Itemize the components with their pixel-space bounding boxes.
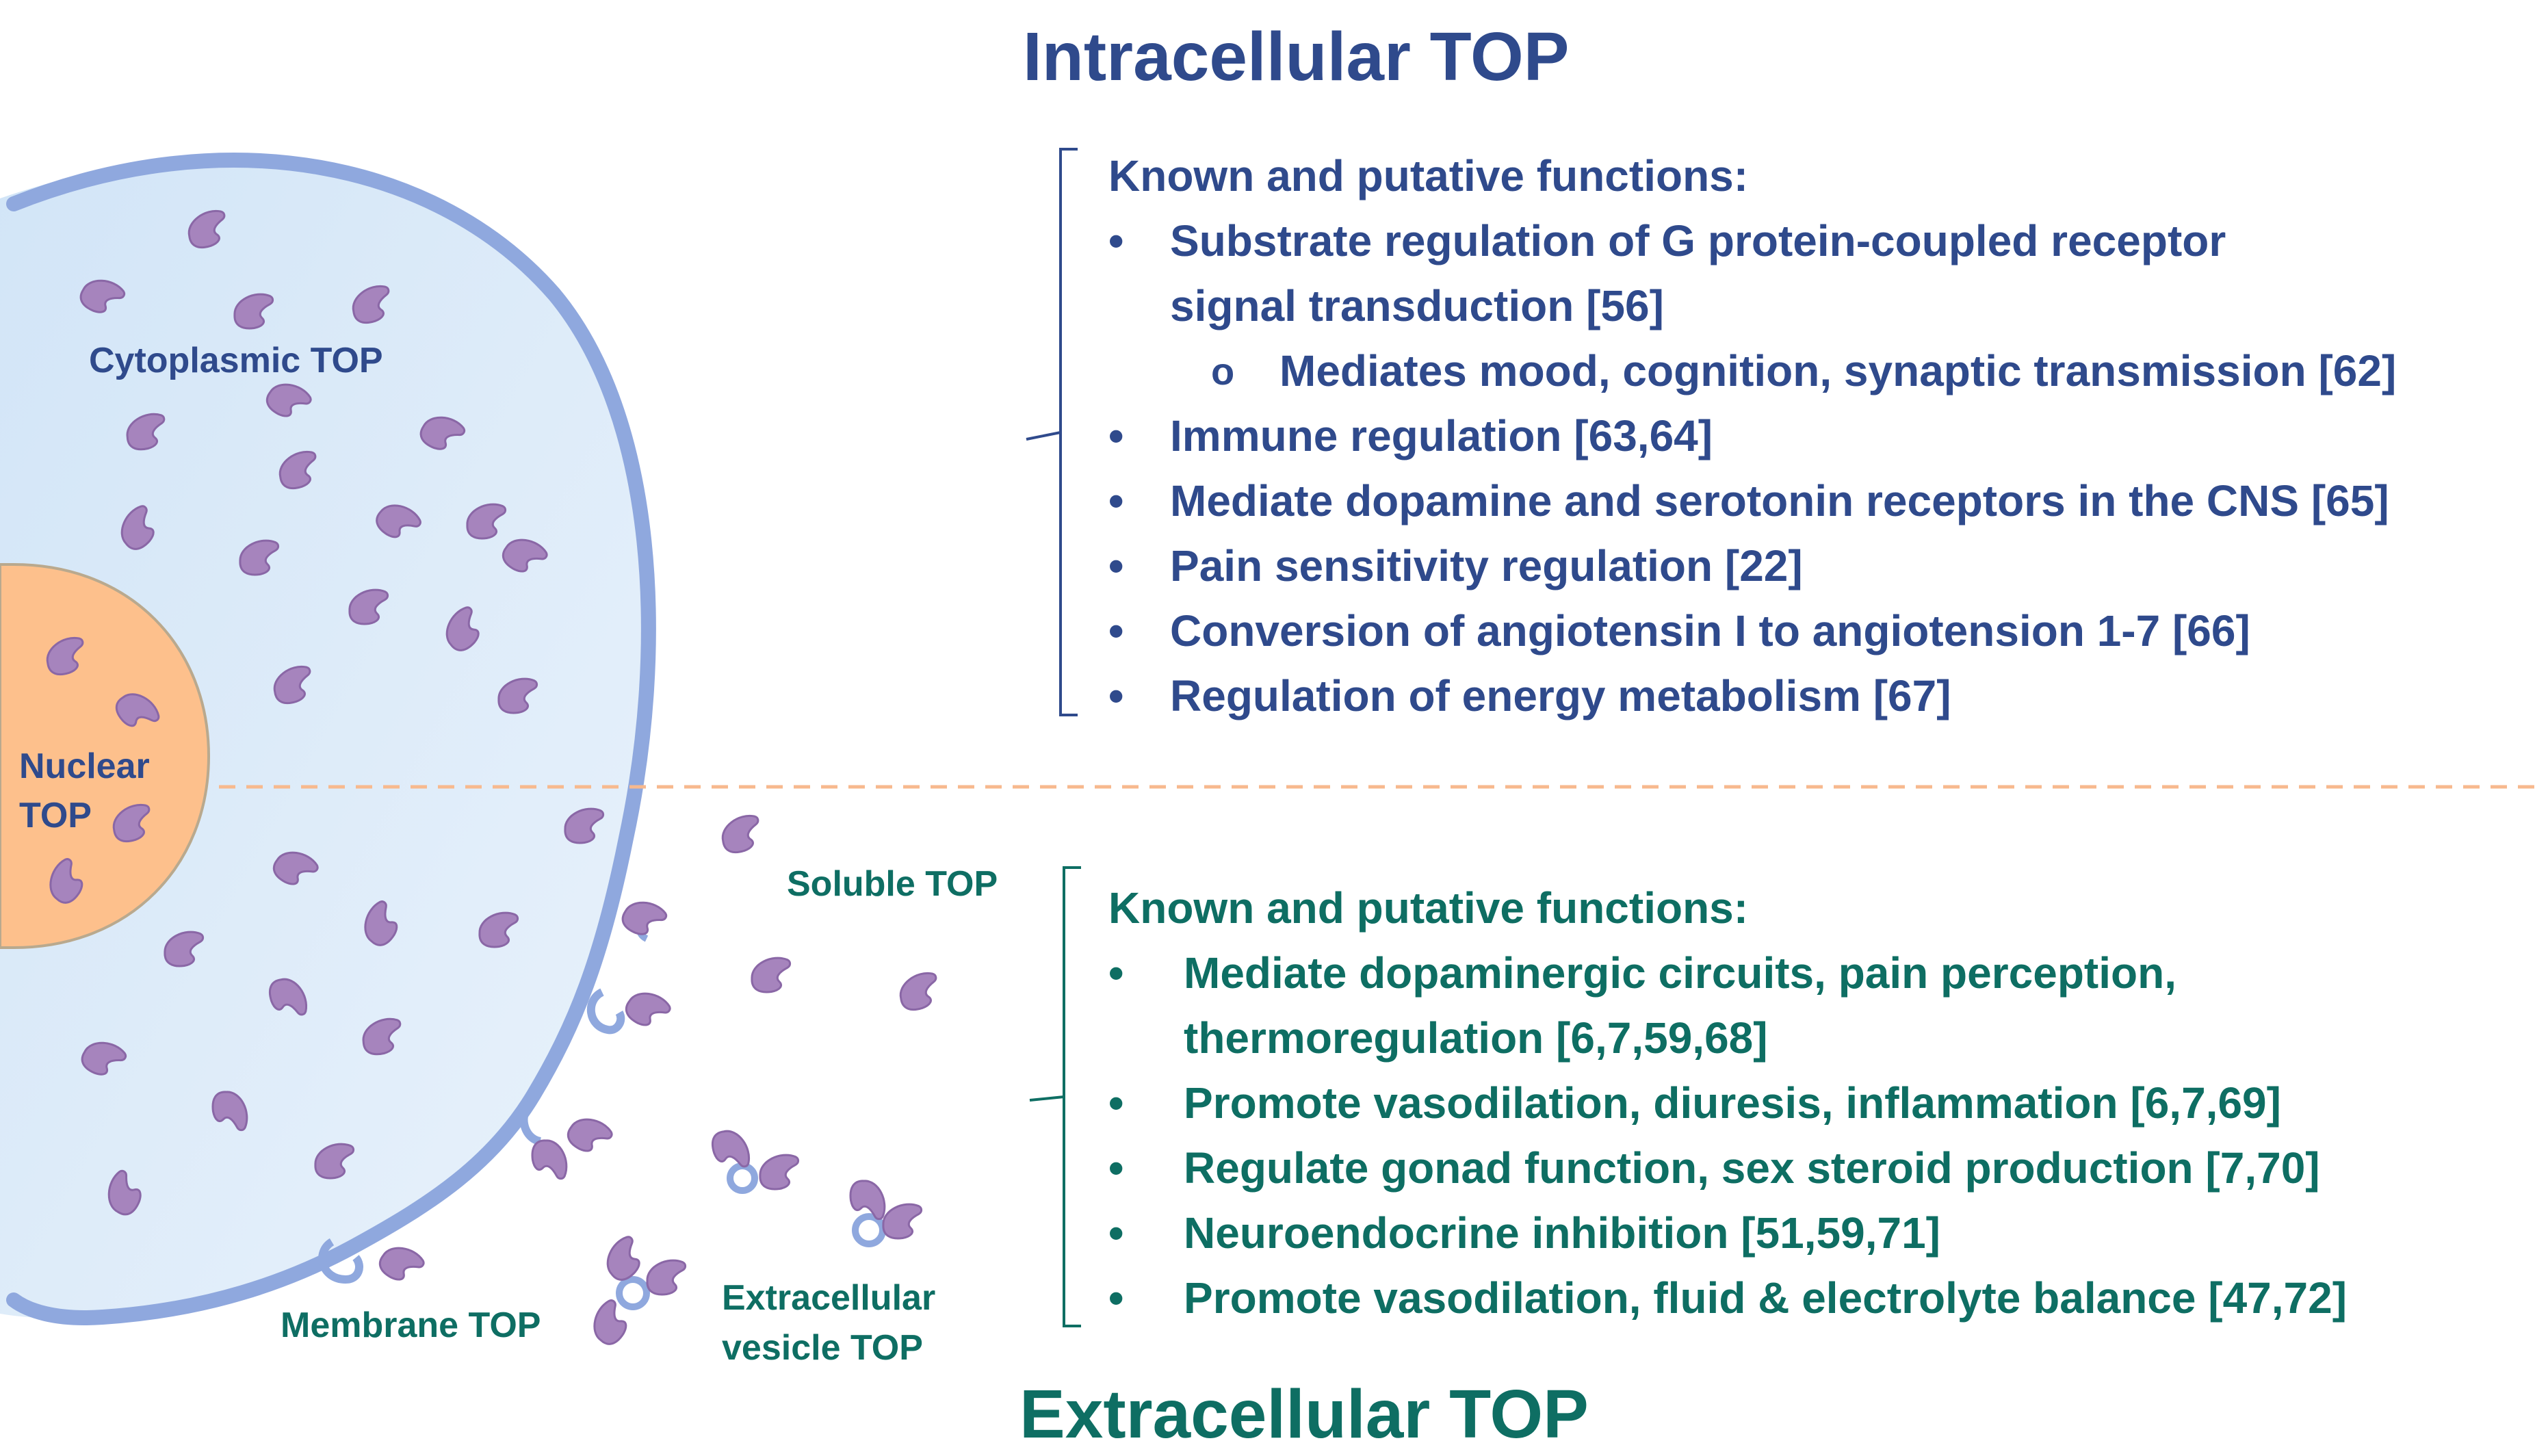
extracellular-heading: Known and putative functions: (1108, 883, 1749, 933)
nuclear-top-label-line1: Nuclear (19, 746, 150, 786)
membrane-top (318, 898, 674, 1286)
top-enzyme (745, 952, 798, 999)
function-text: Regulation of energy metabolism [67] (1170, 671, 1951, 720)
function-text: Substrate regulation of G protein-couple… (1170, 216, 2226, 265)
top-enzyme (622, 987, 674, 1032)
intracellular-function-list: • Substrate regulation of G protein-coupl… (1108, 209, 2396, 729)
bullet-icon: • (1108, 476, 1124, 525)
membrane-top-label: Membrane TOP (281, 1305, 541, 1345)
function-item: • Promote vasodilation, diuresis, inflamm… (1108, 1071, 2347, 1136)
function-item: • Pain sensitivity regulation [22] (1108, 534, 2396, 599)
function-text: Promote vasodilation, diuresis, inflamma… (1184, 1078, 2281, 1128)
function-text: Immune regulation [63,64] (1170, 411, 1713, 460)
bullet-icon: • (1108, 411, 1124, 460)
intracellular-functions: Known and putative functions: • Substrate… (1108, 144, 2396, 729)
top-enzyme (376, 1242, 428, 1286)
function-text: Regulate gonad function, sex steroid pro… (1184, 1143, 2320, 1193)
function-item: o Mediates mood, cognition, synaptic tran… (1108, 339, 2396, 404)
bullet-icon: • (1108, 606, 1124, 655)
bullet-icon: • (1108, 671, 1124, 720)
bullet-icon: • (1108, 541, 1124, 590)
top-enzyme (753, 1149, 807, 1196)
extracellular-title: Extracellular TOP (1019, 1376, 1589, 1453)
bullet-icon: • (1108, 1273, 1124, 1323)
function-text: Pain sensitivity regulation [22] (1170, 541, 1803, 590)
bullet-icon: o (1211, 350, 1235, 393)
extracellular-vesicle-top (587, 1123, 930, 1349)
cytoplasmic-top-label: Cytoplasmic TOP (89, 341, 383, 380)
intracellular-title: Intracellular TOP (1023, 18, 1570, 95)
cell-membrane (6, 153, 656, 1325)
function-item: • Conversion of angiotensin I to angioten… (1108, 599, 2396, 664)
extracellular-functions: Known and putative functions: • Mediate d… (1108, 876, 2347, 1331)
function-item: • Substrate regulation of G protein-coupl… (1108, 209, 2396, 274)
top-enzyme (564, 1113, 616, 1158)
cell-body (0, 158, 649, 1319)
function-text: Mediate dopamine and serotonin receptors… (1170, 476, 2389, 525)
function-item: • Mediate dopamine and serotonin receptor… (1108, 469, 2396, 534)
top-enzyme (619, 898, 669, 939)
function-text: Conversion of angiotensin I to angiotens… (1170, 606, 2250, 655)
top-enzyme (892, 966, 948, 1017)
bullet-icon: • (1108, 1078, 1124, 1128)
extracellular-bracket (1029, 866, 1081, 1327)
function-text: Promote vasodilation, fluid & electrolyt… (1184, 1273, 2348, 1323)
function-text: signal transduction [56] (1170, 281, 1664, 330)
function-text: thermoregulation [6,7,59,68] (1184, 1013, 1768, 1063)
nuclear-top-label-line2: TOP (19, 796, 92, 835)
function-item: • Regulation of energy metabolism [67] (1108, 664, 2396, 729)
function-item: • Immune regulation [63,64] (1108, 404, 2396, 469)
soluble-top-enzymes (714, 809, 948, 1017)
function-text: Mediate dopaminergic circuits, pain perc… (1184, 948, 2176, 998)
function-item: • Promote vasodilation, fluid & electroly… (1108, 1266, 2347, 1331)
extracellular-function-list: • Mediate dopaminergic circuits, pain per… (1108, 941, 2347, 1331)
intracellular-bracket (1026, 148, 1078, 716)
function-item: thermoregulation [6,7,59,68] (1108, 1006, 2347, 1071)
bullet-icon: • (1108, 1208, 1124, 1258)
function-item: signal transduction [56] (1108, 274, 2396, 339)
intracellular-heading: Known and putative functions: (1108, 151, 1749, 200)
function-item: • Regulate gonad function, sex steroid pr… (1108, 1136, 2347, 1201)
bullet-icon: • (1108, 216, 1124, 265)
function-item: • Neuroendocrine inhibition [51,59,71] (1108, 1201, 2347, 1266)
top-enzyme (714, 809, 770, 860)
soluble-top-label: Soluble TOP (787, 864, 998, 904)
function-item: • Mediate dopaminergic circuits, pain per… (1108, 941, 2347, 1006)
bullet-icon: • (1108, 948, 1124, 998)
vesicle-top-label-line1: Extracellular (722, 1278, 936, 1318)
bullet-icon: • (1108, 1143, 1124, 1193)
function-text: Mediates mood, cognition, synaptic trans… (1279, 346, 2397, 395)
vesicle-top-label-line2: vesicle TOP (722, 1328, 923, 1368)
top-enzyme (599, 1231, 651, 1286)
function-text: Neuroendocrine inhibition [51,59,71] (1184, 1208, 1940, 1258)
